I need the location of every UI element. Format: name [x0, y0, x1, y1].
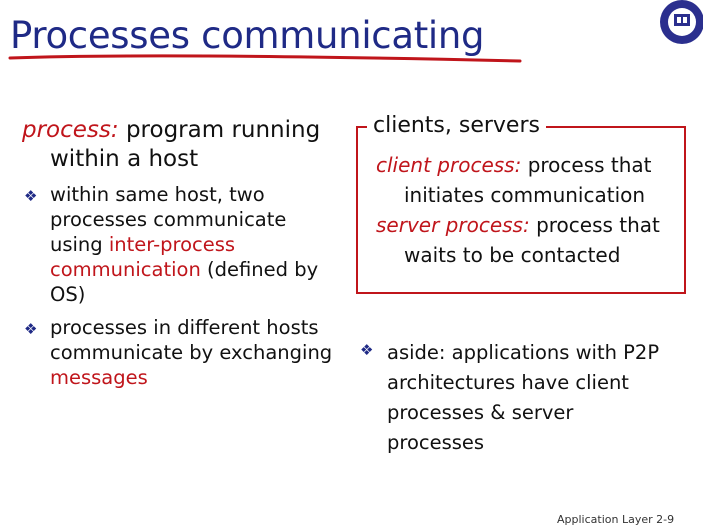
bullet-text: processes in different hosts communicate… [50, 316, 333, 364]
server-def-line-2: waits to be contacted [404, 243, 621, 267]
list-item: ❖ processes in different hosts communica… [22, 315, 342, 390]
client-def-line-2: initiates communication [404, 183, 646, 207]
client-process-term: client process: [376, 153, 522, 177]
bullet-text-end: (defined by OS) [50, 258, 319, 306]
process-def-line-2: within a host [50, 146, 199, 172]
diamond-bullet-icon: ❖ [24, 320, 38, 338]
diamond-bullet-icon: ❖ [24, 187, 38, 205]
diamond-bullet-icon: ❖ [360, 341, 374, 359]
aside-line-1: aside: applications with P2P [387, 341, 660, 364]
server-process-definition: server process: process that waits to be… [376, 210, 660, 270]
server-process-term: server process: [376, 213, 530, 237]
bullet-term: messages [50, 366, 148, 389]
bullet-term: inter-process communication [50, 233, 236, 281]
box-title: clients, servers [367, 112, 546, 140]
bullet-list: ❖ within same host, two processes commun… [22, 182, 342, 390]
server-def-line-1: process that [536, 213, 660, 237]
aside-line-3: processes & server [387, 401, 574, 424]
page-title: Processes communicating [10, 14, 485, 57]
left-column: process: program running within a host ❖… [22, 116, 342, 398]
process-term: process: [22, 117, 119, 143]
aside-line-2: architectures have client [387, 371, 629, 394]
list-item: ❖ within same host, two processes commun… [22, 182, 342, 307]
aside-note: ❖ aside: applications with P2P architect… [360, 338, 680, 458]
process-def-line-1: program running [125, 117, 321, 143]
client-def-line-1: process that [527, 153, 652, 177]
title-underline [8, 54, 522, 63]
process-definition: process: program running within a host [22, 116, 342, 174]
slide-footer: Application Layer 2-9 [557, 513, 675, 526]
bullet-text: within same host, two processes communic… [50, 183, 287, 256]
client-process-definition: client process: process that initiates c… [376, 150, 652, 210]
university-seal-icon [660, 0, 703, 44]
aside-line-4: processes [387, 431, 485, 454]
